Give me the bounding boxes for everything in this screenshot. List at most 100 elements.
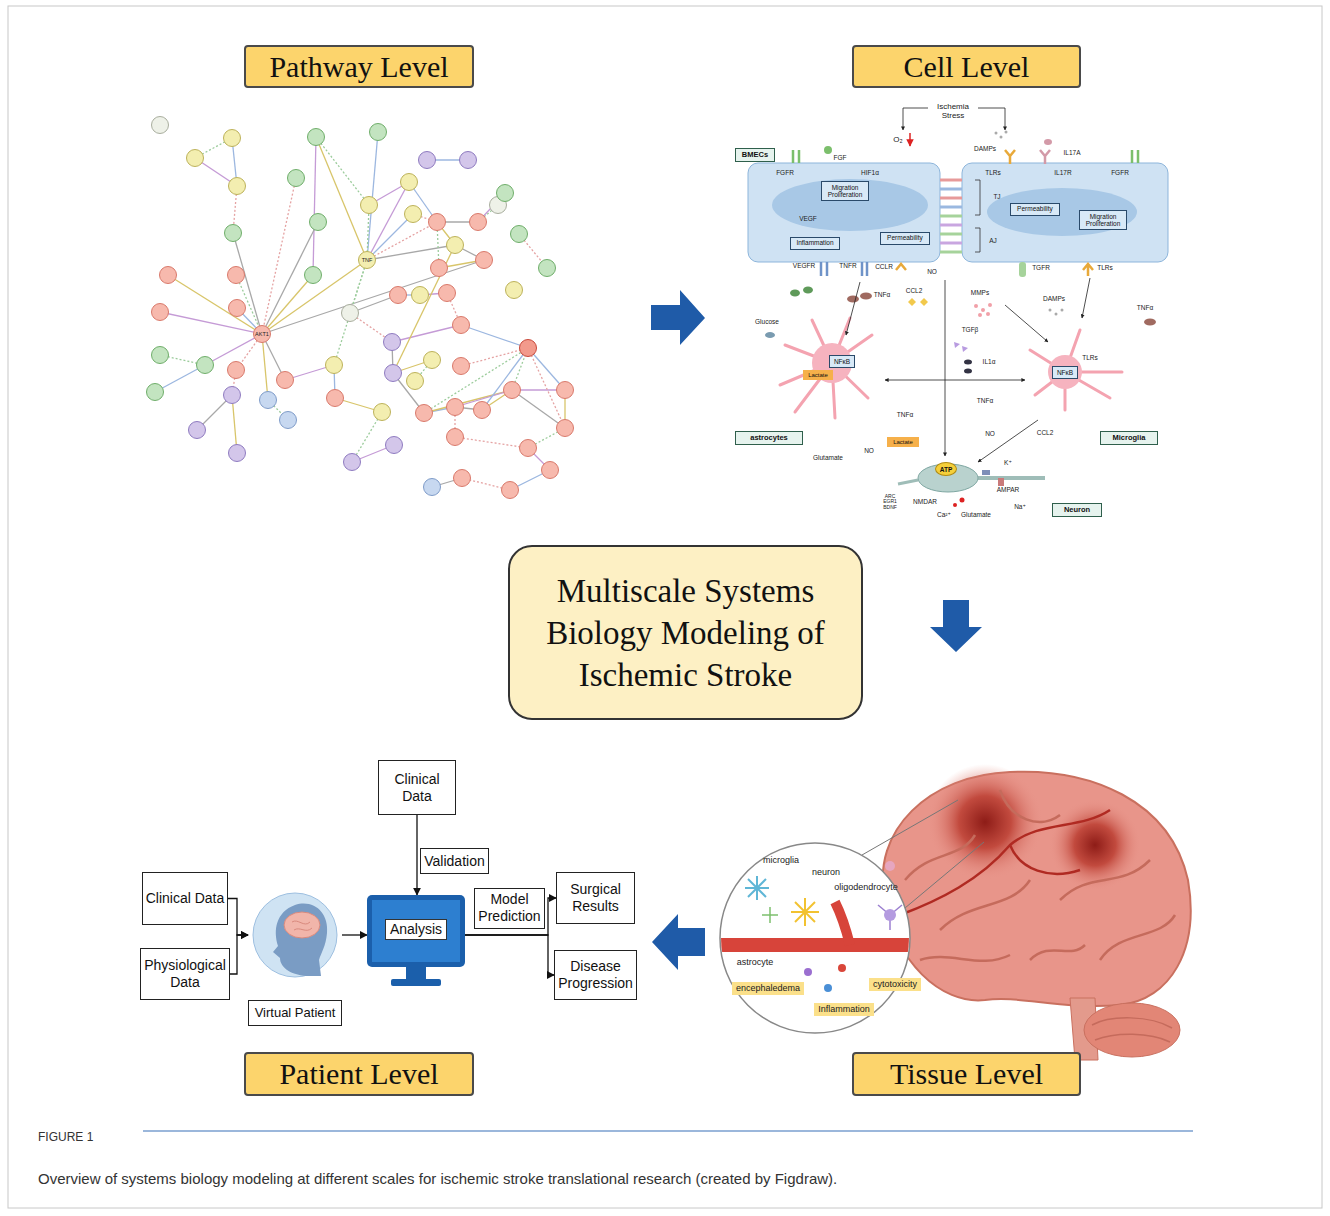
art-shape — [847, 296, 859, 303]
atp-ellipse: ATP — [935, 462, 957, 476]
annotation-label: ARC EGR1 BDNF — [882, 494, 898, 511]
art-shape — [940, 251, 962, 254]
art-shape — [748, 879, 766, 897]
art-shape — [846, 282, 860, 335]
annotation-label: Ca²⁺ — [937, 511, 951, 518]
network-node — [229, 178, 246, 195]
art-shape — [940, 197, 962, 200]
annotation-label: TGFR — [1032, 264, 1050, 271]
network-link — [334, 260, 367, 365]
art-shape — [1030, 945, 1085, 960]
network-node — [506, 282, 523, 299]
figure-number: FIGURE 1 — [38, 1131, 93, 1144]
art-shape — [978, 420, 1038, 462]
network-link — [316, 137, 369, 205]
art-shape — [846, 108, 1090, 462]
network-node — [310, 214, 327, 231]
network-node — [385, 365, 402, 382]
art-shape — [1049, 309, 1052, 312]
art-shape — [978, 313, 982, 317]
art-shape — [974, 304, 978, 308]
network-node — [386, 437, 403, 454]
node-text: Patient Level — [279, 1057, 438, 1091]
art-shape — [987, 188, 1137, 236]
annotation-label: Glucose — [755, 318, 779, 325]
network-node — [147, 384, 164, 401]
annotation-label: O₂ — [893, 136, 902, 145]
network-node — [424, 479, 441, 496]
level-box: Cell Level — [852, 45, 1081, 88]
node-text: Model Prediction — [477, 891, 542, 925]
art-shape — [978, 108, 1005, 130]
art-shape — [905, 835, 975, 880]
network-node — [453, 317, 470, 334]
art-shape — [1000, 790, 1060, 822]
art-shape — [940, 180, 962, 252]
art-shape — [995, 131, 1064, 316]
level-box: Pathway Level — [244, 45, 474, 88]
figure-caption: Overview of systems biology modeling at … — [38, 1170, 1298, 1188]
art-shape — [652, 914, 705, 970]
node-text: Physiological Data — [143, 957, 227, 991]
network-node — [447, 237, 464, 254]
art-shape — [962, 163, 1168, 262]
art-shape — [824, 146, 832, 154]
annotation-label: CCLR — [875, 263, 893, 270]
art-shape — [1005, 150, 1015, 164]
annotation-label: TNFα — [874, 291, 890, 298]
annotation-label: TNFα — [897, 411, 913, 418]
art-shape — [821, 262, 827, 276]
network-node — [197, 357, 214, 374]
art-shape — [748, 163, 940, 262]
network-node — [225, 225, 242, 242]
art-shape — [1019, 262, 1026, 277]
art-shape — [765, 332, 775, 338]
art-shape — [905, 842, 984, 908]
annotation-label: Ischemia Stress — [931, 103, 975, 121]
node-text: astrocytes — [750, 434, 788, 443]
network-node — [280, 412, 297, 429]
art-shape — [1082, 278, 1090, 318]
brain-gyri — [292, 921, 312, 930]
node-text: Migration Proliferation — [1081, 213, 1125, 228]
node-text: Inflammation — [796, 239, 833, 247]
art-shape — [964, 360, 972, 365]
art-shape — [930, 600, 982, 652]
annotation-label: NO — [985, 430, 995, 437]
art-shape — [1044, 139, 1052, 145]
node-text: Clinical Data — [146, 890, 225, 907]
process-box: Permeability — [880, 232, 930, 245]
art-shape — [905, 790, 1175, 961]
cell-tag: astrocytes — [735, 431, 803, 445]
network-node — [439, 285, 456, 302]
monitor-stand — [406, 967, 426, 979]
network-node — [454, 470, 471, 487]
label-box: Model Prediction — [474, 888, 545, 929]
art-shape — [1084, 1003, 1180, 1057]
node-text: Inflammation — [818, 1004, 870, 1014]
node-text: Neuron — [1064, 506, 1090, 515]
cell-art — [748, 108, 1168, 507]
art-shape — [988, 303, 992, 307]
network-node — [416, 405, 433, 422]
annotation-label: TGFβ — [962, 326, 979, 333]
annotation-label: NMDAR — [913, 498, 937, 505]
art-shape — [908, 298, 928, 306]
network-node — [189, 422, 206, 439]
annotation-label: DAMPs — [974, 145, 996, 152]
art-shape — [960, 498, 965, 503]
network-node — [152, 304, 169, 321]
network-node — [224, 130, 241, 147]
node-text: Pathway Level — [269, 50, 448, 84]
network-node — [342, 305, 359, 322]
art-shape — [909, 133, 911, 146]
process-box: Permeability — [1010, 203, 1060, 216]
cell-tag: Microglia — [1100, 431, 1158, 445]
label-box: Validation — [420, 848, 489, 874]
network-node — [470, 214, 487, 231]
art-shape — [986, 312, 990, 316]
network-node — [447, 399, 464, 416]
art-shape — [1061, 309, 1064, 312]
art-shape — [147, 117, 574, 499]
